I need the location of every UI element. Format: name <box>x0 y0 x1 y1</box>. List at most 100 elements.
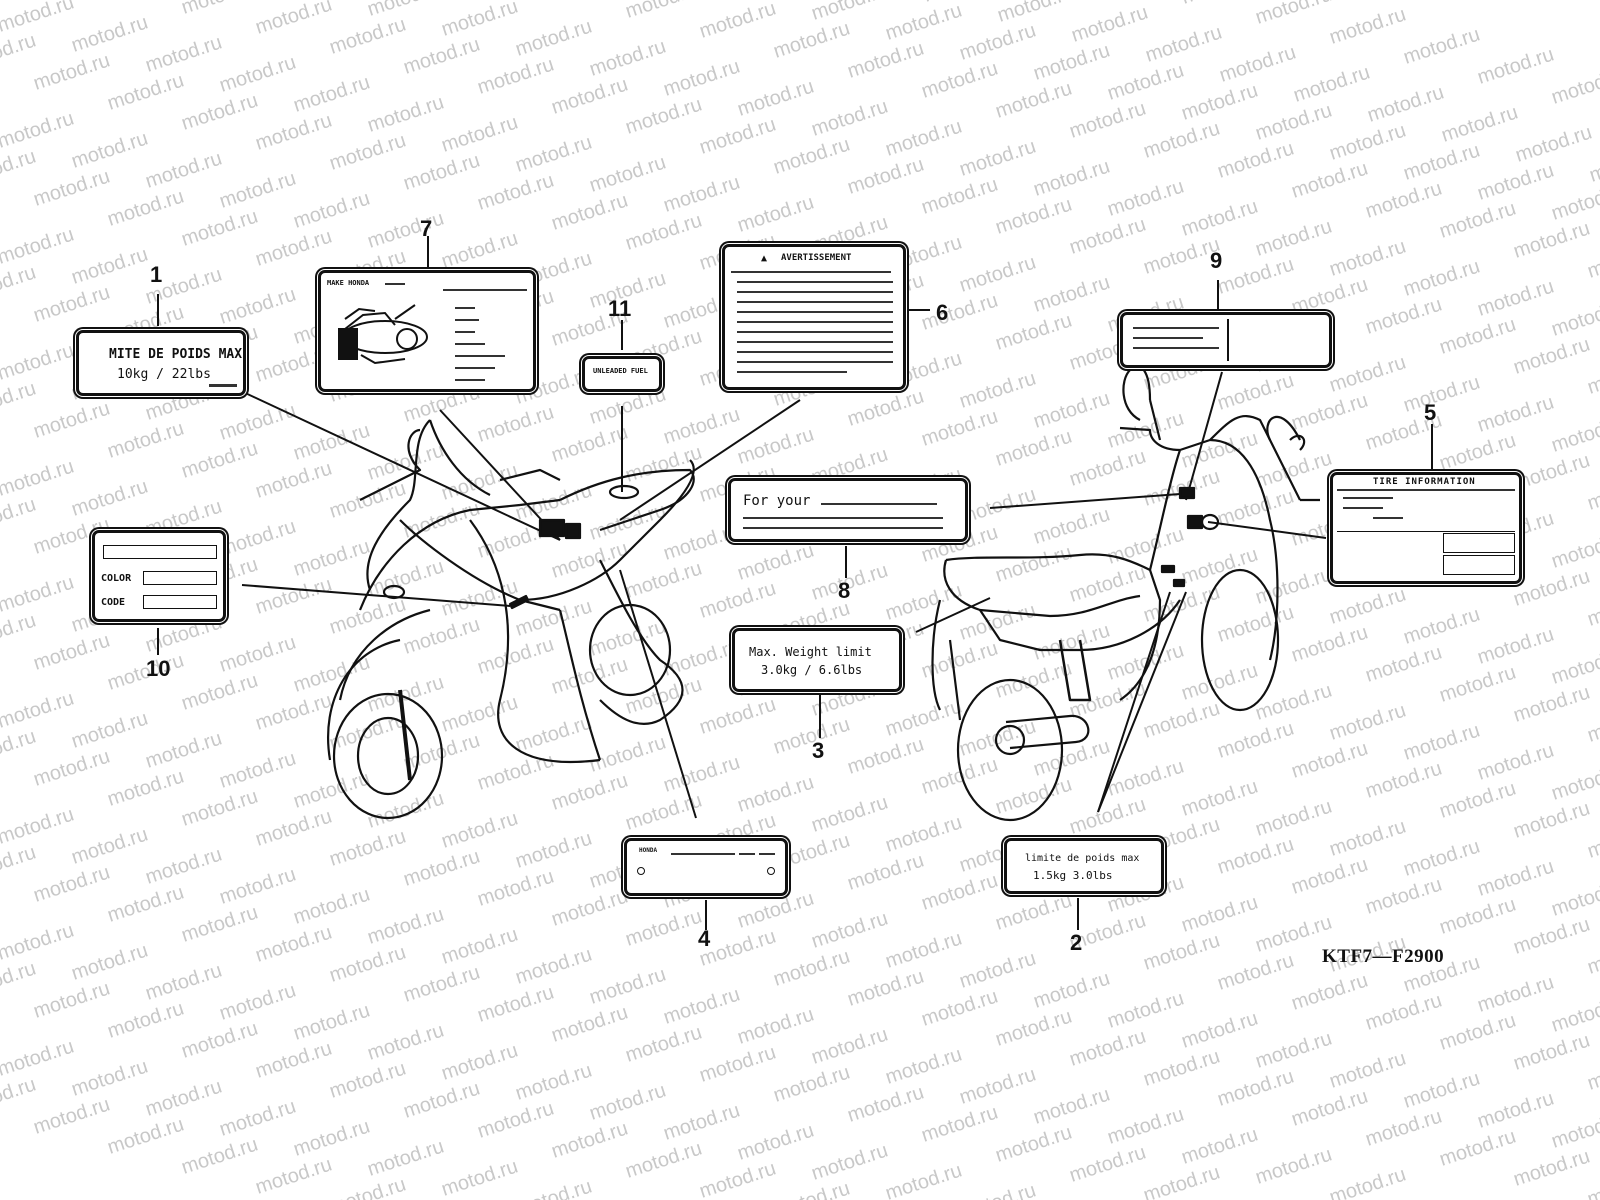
watermark-text: motod.ru <box>1437 429 1519 474</box>
watermark-text: motod.ru <box>993 1005 1075 1050</box>
watermark-text: motod.ru <box>1289 853 1371 898</box>
leader-7 <box>439 409 561 541</box>
watermark-text: motod.ru <box>1067 445 1149 490</box>
leader-6 <box>619 399 801 521</box>
watermark-text: motod.ru <box>1549 759 1600 804</box>
watermark-text: motod.ru <box>1067 793 1149 838</box>
watermark-text: motod.ru <box>1549 1107 1600 1152</box>
watermark-text: motod.ru <box>1289 969 1371 1014</box>
watermark-text: motod.ru <box>253 457 335 502</box>
watermark-text: motod.ru <box>475 1097 557 1142</box>
watermark-text: motod.ru <box>1105 175 1187 220</box>
watermark-text: motod.ru <box>549 189 631 234</box>
watermark-text: motod.ru <box>549 1117 631 1162</box>
watermark-text: motod.ru <box>1511 565 1593 610</box>
watermark-text: motod.ru <box>587 1079 669 1124</box>
label-1-line1: MITE DE POIDS MAX <box>109 347 243 362</box>
watermark-text: motod.ru <box>587 151 669 196</box>
watermark-text: motod.ru <box>735 539 817 584</box>
watermark-text: motod.ru <box>957 135 1039 180</box>
watermark-text: motod.ru <box>883 579 965 624</box>
watermark-text: motod.ru <box>1179 427 1261 472</box>
watermark-text: motod.ru <box>1363 641 1445 686</box>
watermark-text: motod.ru <box>0 223 77 268</box>
watermark-text: motod.ru <box>1511 1029 1593 1074</box>
watermark-text: motod.ru <box>179 901 261 946</box>
watermark-text: motod.ru <box>1401 371 1483 416</box>
watermark-text: motod.ru <box>883 695 965 740</box>
engine-illustration <box>338 304 428 365</box>
watermark-text: motod.ru <box>179 785 261 830</box>
watermark-text: motod.ru <box>1141 1161 1223 1200</box>
watermark-text: motod.ru <box>919 405 1001 450</box>
watermark-text: motod.ru <box>179 205 261 250</box>
watermark-text: motod.ru <box>697 0 779 43</box>
watermark-text: motod.ru <box>1067 561 1149 606</box>
leader-5 <box>1207 521 1327 539</box>
label-9-info <box>1120 312 1332 368</box>
leader-4 <box>619 569 697 819</box>
watermark-text: motod.ru <box>1253 679 1335 724</box>
watermark-text: motod.ru <box>587 35 669 80</box>
watermark-text: motod.ru <box>105 1113 187 1158</box>
watermark-text: motod.ru <box>439 1039 521 1084</box>
watermark-text: motod.ru <box>993 1121 1075 1166</box>
label-6-title: AVERTISSEMENT <box>781 253 852 263</box>
watermark-text: motod.ru <box>1327 699 1409 744</box>
watermark-text: motod.ru <box>365 207 447 252</box>
watermark-text: motod.ru <box>401 845 483 890</box>
leader-2b <box>1097 591 1187 813</box>
watermark-text: motod.ru <box>143 843 225 888</box>
label-10-code: CODE <box>101 597 126 608</box>
watermark-text: motod.ru <box>1105 987 1187 1032</box>
watermark-text: motod.ru <box>1437 1125 1519 1170</box>
watermark-text: motod.ru <box>105 881 187 926</box>
watermark-text: motod.ru <box>401 961 483 1006</box>
watermark-text: motod.ru <box>993 77 1075 122</box>
watermark-text: motod.ru <box>1511 913 1593 958</box>
watermark-text: motod.ru <box>69 707 151 752</box>
watermark-text: motod.ru <box>0 377 39 422</box>
watermark-text: motod.ru <box>0 261 39 306</box>
watermark-text: motod.ru <box>1179 0 1261 9</box>
watermark-text: motod.ru <box>179 437 261 482</box>
watermark-text: motod.ru <box>439 575 521 620</box>
watermark-text: motod.ru <box>623 209 705 254</box>
watermark-text: motod.ru <box>0 957 39 1002</box>
watermark-text: motod.ru <box>1215 717 1297 762</box>
label-7-title: MAKE HONDA <box>327 279 370 287</box>
label-3-max-weight: Max. Weight limit 3.0kg / 6.6lbs <box>732 628 902 692</box>
watermark-text: motod.ru <box>1253 99 1335 144</box>
label-10-code-field <box>143 595 217 609</box>
watermark-text: motod.ru <box>1179 1007 1261 1052</box>
watermark-text: motod.ru <box>809 95 891 140</box>
callout-6: 6 <box>936 300 949 325</box>
watermark-text: motod.ru <box>735 1003 817 1048</box>
watermark-text: motod.ru <box>1215 601 1297 646</box>
leader-9 <box>1185 371 1223 501</box>
callout-9: 9 <box>1210 248 1223 273</box>
scooter-front-drawing <box>327 419 695 820</box>
watermark-text: motod.ru <box>217 167 299 212</box>
watermark-text: motod.ru <box>513 1059 595 1104</box>
watermark-text: motod.ru <box>217 283 299 328</box>
watermark-text: motod.ru <box>475 749 557 794</box>
watermark-text: motod.ru <box>549 653 631 698</box>
watermark-text: motod.ru <box>475 169 557 214</box>
label-4-brand: HONDA <box>639 847 658 854</box>
callout-5: 5 <box>1424 400 1437 425</box>
label-2-weight-limit: limite de poids max 1.5kg 3.0lbs <box>1004 838 1164 894</box>
watermark-text: motod.ru <box>365 91 447 136</box>
watermark-text: motod.ru <box>327 129 409 174</box>
watermark-text: motod.ru <box>771 133 853 178</box>
watermark-text: motod.ru <box>31 977 113 1022</box>
watermark-text: motod.ru <box>623 1137 705 1182</box>
watermark-text: motod.ru <box>623 789 705 834</box>
watermark-text: motod.ru <box>143 31 225 76</box>
watermark-text: motod.ru <box>0 919 77 964</box>
watermark-text: motod.ru <box>69 127 151 172</box>
watermark-text: motod.ru <box>1475 623 1557 668</box>
watermark-text: motod.ru <box>179 1017 261 1062</box>
watermark-text: motod.ru <box>31 745 113 790</box>
watermark-text: motod.ru <box>1067 97 1149 142</box>
